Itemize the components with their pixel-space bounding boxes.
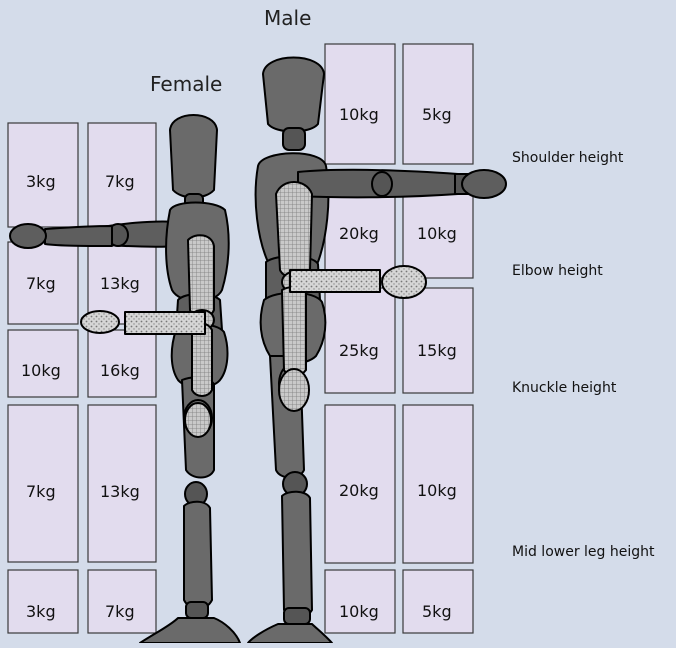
female-weight-leg-1: 7kg: [26, 482, 56, 501]
male-weight-boxes: [325, 44, 473, 633]
female-weight-shoulder-2: 7kg: [105, 172, 135, 191]
male-title: Male: [264, 6, 311, 30]
female-weight-shoulder-1: 3kg: [26, 172, 56, 191]
male-box-shoulder-2: [403, 44, 473, 164]
male-weight-elbow-2: 10kg: [417, 224, 457, 243]
male-weight-shoulder-2: 5kg: [422, 105, 452, 124]
male-weight-knuckle-2: 15kg: [417, 341, 457, 360]
female-weight-elbow-2: 13kg: [100, 274, 140, 293]
knuckle-height-label: Knuckle height: [512, 380, 616, 396]
female-weight-elbow-1: 7kg: [26, 274, 56, 293]
elbow-height-label: Elbow height: [512, 263, 603, 279]
male-weight-floor-2: 5kg: [422, 602, 452, 621]
male-weight-floor-1: 10kg: [339, 602, 379, 621]
male-weight-elbow-1: 20kg: [339, 224, 379, 243]
female-weight-knuckle-2: 16kg: [100, 361, 140, 380]
female-weight-floor-2: 7kg: [105, 602, 135, 621]
female-weight-leg-2: 13kg: [100, 482, 140, 501]
female-weight-floor-1: 3kg: [26, 602, 56, 621]
female-weight-knuckle-1: 10kg: [21, 361, 61, 380]
male-weight-shoulder-1: 10kg: [339, 105, 379, 124]
female-title: Female: [150, 72, 222, 96]
male-box-shoulder-1: [325, 44, 395, 164]
male-weight-knuckle-1: 25kg: [339, 341, 379, 360]
male-weight-leg-2: 10kg: [417, 481, 457, 500]
mid-lower-leg-height-label: Mid lower leg height: [512, 544, 655, 560]
male-weight-leg-1: 20kg: [339, 481, 379, 500]
shoulder-height-label: Shoulder height: [512, 150, 623, 166]
